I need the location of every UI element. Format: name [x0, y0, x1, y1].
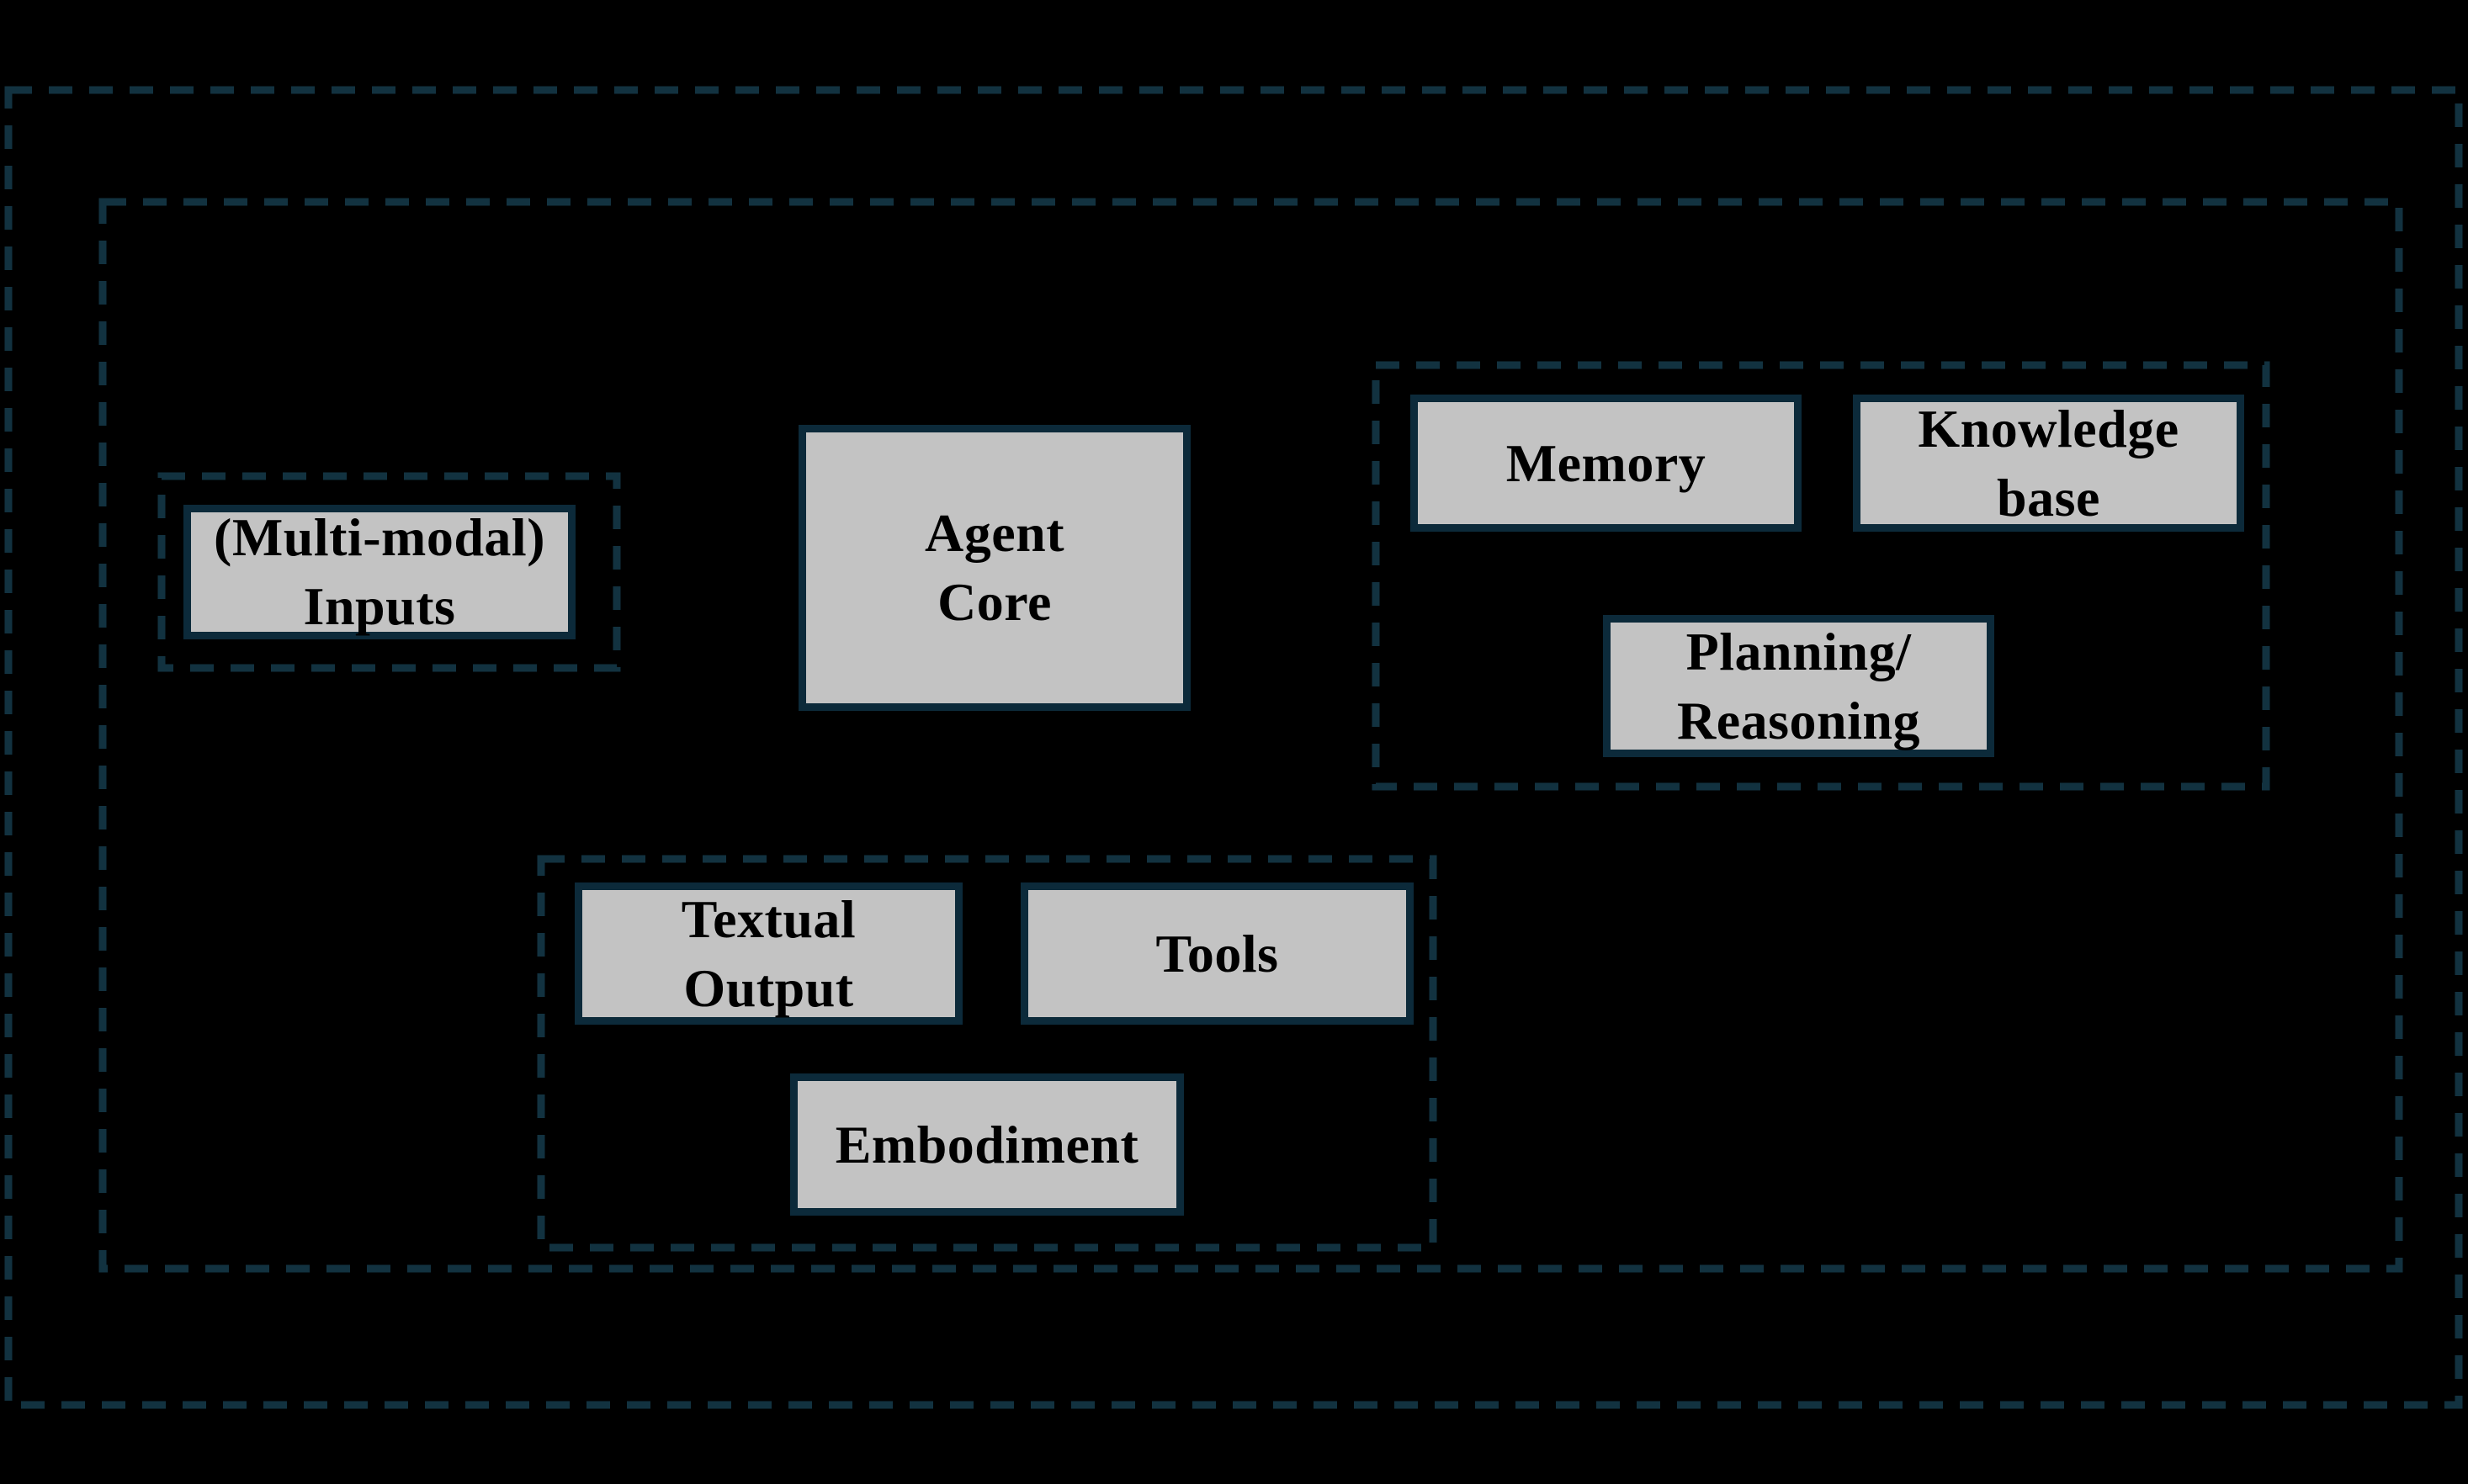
modules-dashed-frame — [1372, 361, 2270, 791]
inputs-box-label: (Multi-modal) Inputs — [214, 507, 545, 636]
tools-box-label: Tools — [1155, 923, 1279, 983]
inner-dashed-frame — [98, 198, 2403, 1273]
outputs-dashed-frame — [537, 855, 1437, 1252]
planning-reasoning-box: Planning/ Reasoning — [1603, 615, 1994, 757]
memory-box-label: Memory — [1505, 432, 1706, 493]
textual-output-box-label: Textual Output — [681, 888, 857, 1018]
agent-core-box-label: Agent Core — [924, 503, 1065, 632]
planning-reasoning-box-label: Planning/ Reasoning — [1677, 621, 1920, 750]
embodiment-box-label: Embodiment — [835, 1114, 1139, 1174]
knowledge-base-box-label: Knowledge base — [1918, 398, 2179, 527]
tools-box: Tools — [1021, 882, 1414, 1025]
inputs-box: (Multi-modal) Inputs — [183, 505, 576, 639]
memory-box: Memory — [1410, 395, 1802, 532]
knowledge-base-box: Knowledge base — [1853, 395, 2244, 532]
embodiment-box: Embodiment — [790, 1073, 1184, 1216]
textual-output-box: Textual Output — [575, 882, 963, 1025]
outer-dashed-frame — [4, 86, 2463, 1409]
agent-core-box: Agent Core — [799, 425, 1191, 711]
